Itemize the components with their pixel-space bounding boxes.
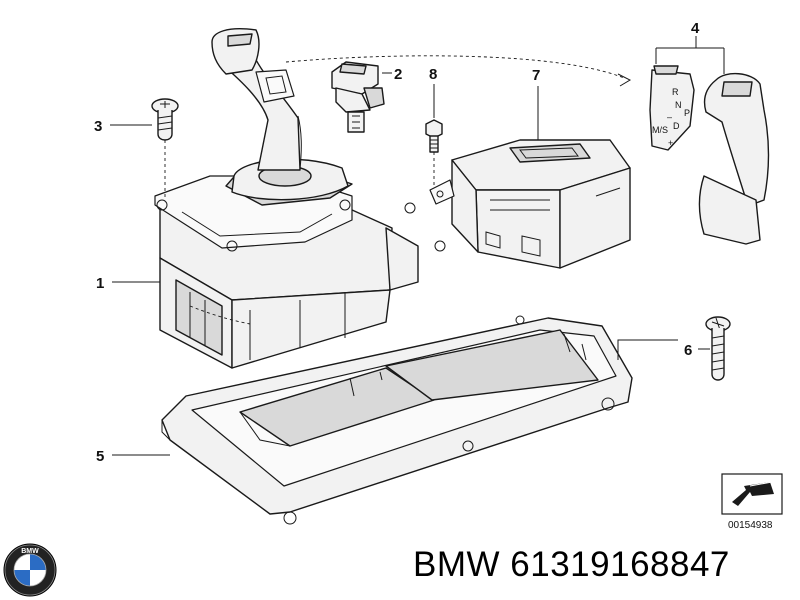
callout-7: 7	[532, 67, 540, 84]
brand-name: BMW	[413, 545, 501, 584]
part-4-knob-cover	[649, 65, 770, 245]
gear-label-plus: +	[668, 138, 673, 148]
gear-label-d: D	[673, 121, 680, 131]
part-7-control-module	[429, 139, 631, 269]
part-1-selector-housing	[154, 28, 419, 369]
gear-label-p: P	[684, 108, 690, 118]
gear-label-r: R	[672, 87, 679, 97]
callout-6: 6	[684, 342, 692, 359]
part-number-caption: BMW 61319168847	[413, 545, 730, 585]
callout-4: 4	[691, 20, 700, 37]
part-5-console-trim	[161, 240, 633, 525]
callout-2: 2	[394, 66, 402, 83]
callout-5: 5	[96, 448, 104, 465]
leader-lines	[110, 36, 725, 456]
part-6-long-screw	[705, 316, 731, 381]
part-number: 61319168847	[510, 545, 730, 584]
callout-3: 3	[94, 118, 102, 135]
bmw-roundel-icon: BMW	[3, 543, 57, 597]
callout-8: 8	[429, 66, 437, 83]
part-2-switch	[331, 61, 385, 133]
part-3-screw	[151, 98, 179, 141]
gear-label-minus: –	[667, 112, 672, 122]
logo-letters: BMW	[21, 548, 39, 555]
arrow-badge-icon	[721, 473, 783, 515]
part-8-bolt	[425, 119, 443, 153]
gear-label-ms: M/S	[652, 125, 668, 135]
callout-1: 1	[96, 275, 104, 292]
gear-label-n: N	[675, 100, 682, 110]
diagram-code: 00154938	[728, 520, 773, 531]
